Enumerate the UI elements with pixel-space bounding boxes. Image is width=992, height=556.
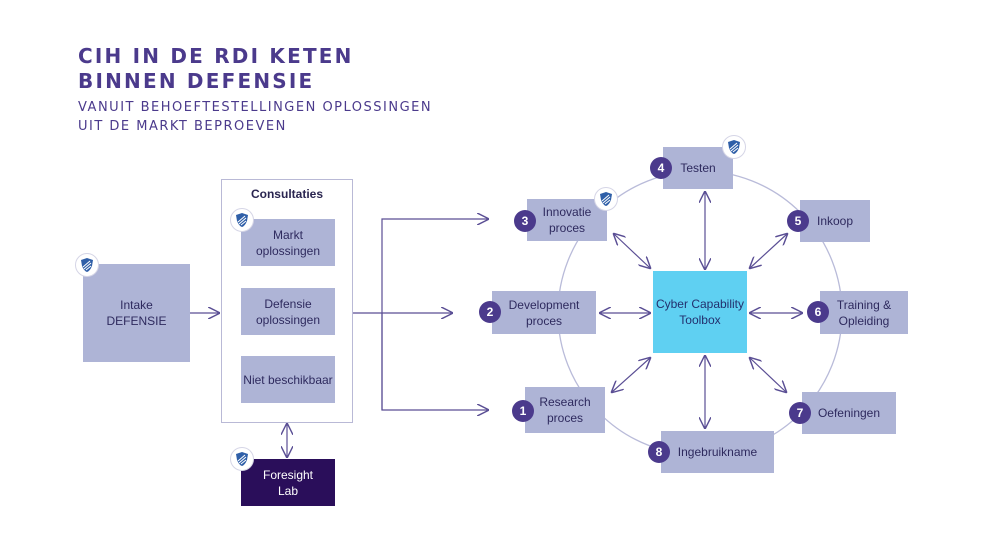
- shield-icon: [230, 447, 254, 471]
- step-7-label: Oefeningen: [817, 406, 881, 420]
- step-oefeningen: Oefeningen: [802, 392, 896, 434]
- foresight-line-2: Lab: [277, 483, 299, 498]
- step-number-8: 8: [648, 441, 670, 463]
- step-training-opleiding: Training &Opleiding: [820, 291, 908, 334]
- step-6-line-2: Opleiding: [838, 313, 890, 328]
- step-research: Research proces: [525, 387, 605, 433]
- center-line-1: Cyber Capability: [655, 297, 745, 311]
- foresight-line-1: Foresight: [262, 467, 314, 482]
- step-3-line-2: proces: [548, 221, 585, 235]
- defensie-line-1: Defensie: [264, 296, 312, 311]
- page-subtitle: VANUIT BEHOEFTESTELLINGEN OPLOSSINGEN UI…: [78, 98, 432, 136]
- step-2-line-1: Development: [508, 297, 580, 312]
- intake-line-1: Intake: [120, 298, 153, 312]
- intake-line-2: DEFENSIE: [106, 314, 167, 328]
- arrow-to-research: [381, 313, 488, 410]
- step-inkoop: Inkoop: [800, 200, 870, 242]
- title-line-2: BINNEN DEFENSIE: [78, 69, 315, 93]
- step-ingebruikname: Ingebruikname: [661, 431, 774, 473]
- step-1-line-1: Research: [539, 395, 591, 409]
- arrow-hub-research: [612, 358, 650, 392]
- shield-icon: [594, 187, 618, 211]
- title-line-1: CIH IN DE RDI KETEN: [78, 44, 354, 68]
- shield-icon: [230, 208, 254, 232]
- step-number-6: 6: [807, 301, 829, 323]
- arrow-hub-inkoop: [750, 234, 787, 268]
- step-number-4: 4: [650, 157, 672, 179]
- step-number-5: 5: [787, 210, 809, 232]
- step-number-2: 2: [479, 301, 501, 323]
- step-3-line-1: Innovatie: [542, 205, 592, 219]
- step-8-label: Ingebruikname: [677, 445, 758, 459]
- arrow-to-innovatie: [381, 219, 488, 410]
- markt-line-2: oplossingen: [255, 243, 321, 258]
- step-2-line-2: proces: [525, 313, 563, 328]
- shield-icon: [75, 253, 99, 277]
- subtitle-line-2: UIT DE MARKT BEPROEVEN: [78, 119, 287, 134]
- markt-line-1: Markt: [273, 227, 303, 242]
- step-5-label: Inkoop: [816, 214, 854, 228]
- step-number-7: 7: [789, 402, 811, 424]
- arrow-hub-innovatie: [614, 234, 650, 268]
- defensie-line-2: oplossingen: [255, 312, 321, 327]
- shield-icon: [722, 135, 746, 159]
- consultaties-title: Consultaties: [250, 187, 323, 201]
- center-line-2: Toolbox: [679, 313, 721, 327]
- step-number-1: 1: [512, 400, 534, 422]
- step-4-label: Testen: [680, 161, 716, 175]
- page-title: CIH IN DE RDI KETEN BINNEN DEFENSIE: [78, 44, 354, 94]
- niet-beschikbaar-label: Niet beschikbaar: [243, 372, 333, 387]
- step-1-line-2: proces: [546, 411, 583, 425]
- step-number-3: 3: [514, 210, 536, 232]
- subtitle-line-1: VANUIT BEHOEFTESTELLINGEN OPLOSSINGEN: [78, 100, 433, 115]
- consultatie-niet-beschikbaar: Niet beschikbaar: [241, 356, 335, 403]
- arrow-hub-oefeningen: [750, 358, 786, 392]
- step-6-line-1: Training &: [836, 297, 892, 312]
- step-innovatie: Innovatie proces: [527, 199, 607, 241]
- step-testen: Testen: [663, 147, 733, 189]
